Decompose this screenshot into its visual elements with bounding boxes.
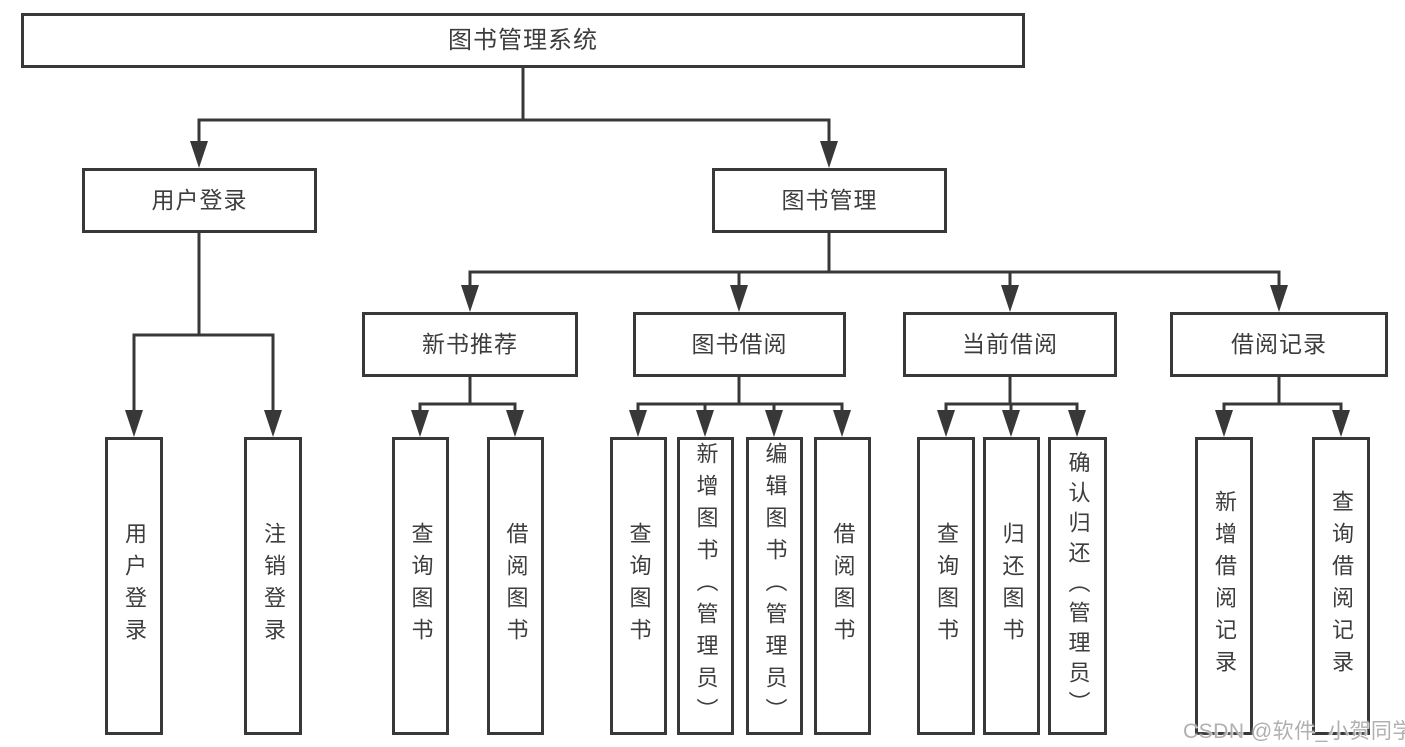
node-current-borrowing: 当前借阅 — [903, 312, 1117, 377]
node-root-library-system: 图书管理系统 — [21, 13, 1025, 68]
node-leaf-br-query-record: 查询借阅记录 — [1312, 437, 1370, 735]
leaf-label: 查询图书 — [934, 522, 959, 650]
leaf-label: 借阅图书 — [830, 522, 856, 650]
arrowhead-icons — [125, 141, 1350, 437]
leaf-label: 新增借阅记录 — [1212, 490, 1237, 682]
node-new-book-recommend: 新书推荐 — [362, 312, 578, 377]
leaf-label: 编辑图书（管理员） — [762, 442, 788, 730]
node-leaf-bb-query-book: 查询图书 — [610, 437, 667, 735]
node-leaf-rec-query-book: 查询图书 — [392, 437, 449, 735]
node-leaf-bb-add-book-admin: 新增图书（管理员） — [677, 437, 734, 735]
leaf-label: 查询借阅记录 — [1329, 490, 1354, 682]
node-borrow-records: 借阅记录 — [1170, 312, 1388, 377]
node-book-borrowing: 图书借阅 — [633, 312, 846, 377]
leaf-label: 用户登录 — [122, 522, 147, 650]
node-leaf-cb-return-book: 归还图书 — [983, 437, 1040, 735]
node-leaf-br-add-record: 新增借阅记录 — [1195, 437, 1253, 735]
node-leaf-cb-confirm-return-admin: 确认归还（管理员） — [1048, 437, 1107, 735]
leaf-label: 归还图书 — [999, 522, 1025, 650]
leaf-label: 注销登录 — [261, 522, 286, 650]
leaf-label: 查询图书 — [626, 522, 652, 650]
node-leaf-bb-borrow-book: 借阅图书 — [814, 437, 871, 735]
node-leaf-rec-borrow-book: 借阅图书 — [487, 437, 544, 735]
leaf-label: 新增图书（管理员） — [693, 442, 719, 730]
leaf-label: 借阅图书 — [503, 522, 529, 650]
node-leaf-user-login: 用户登录 — [105, 437, 163, 735]
node-book-management: 图书管理 — [712, 168, 947, 233]
node-user-login: 用户登录 — [82, 168, 317, 233]
node-leaf-logout: 注销登录 — [244, 437, 302, 735]
leaf-label: 确认归还（管理员） — [1065, 451, 1091, 721]
node-leaf-bb-edit-book-admin: 编辑图书（管理员） — [746, 437, 803, 735]
node-leaf-cb-query-book: 查询图书 — [917, 437, 975, 735]
leaf-label: 查询图书 — [408, 522, 434, 650]
csdn-watermark: CSDN @软件_小贺同学 — [1183, 720, 1405, 743]
